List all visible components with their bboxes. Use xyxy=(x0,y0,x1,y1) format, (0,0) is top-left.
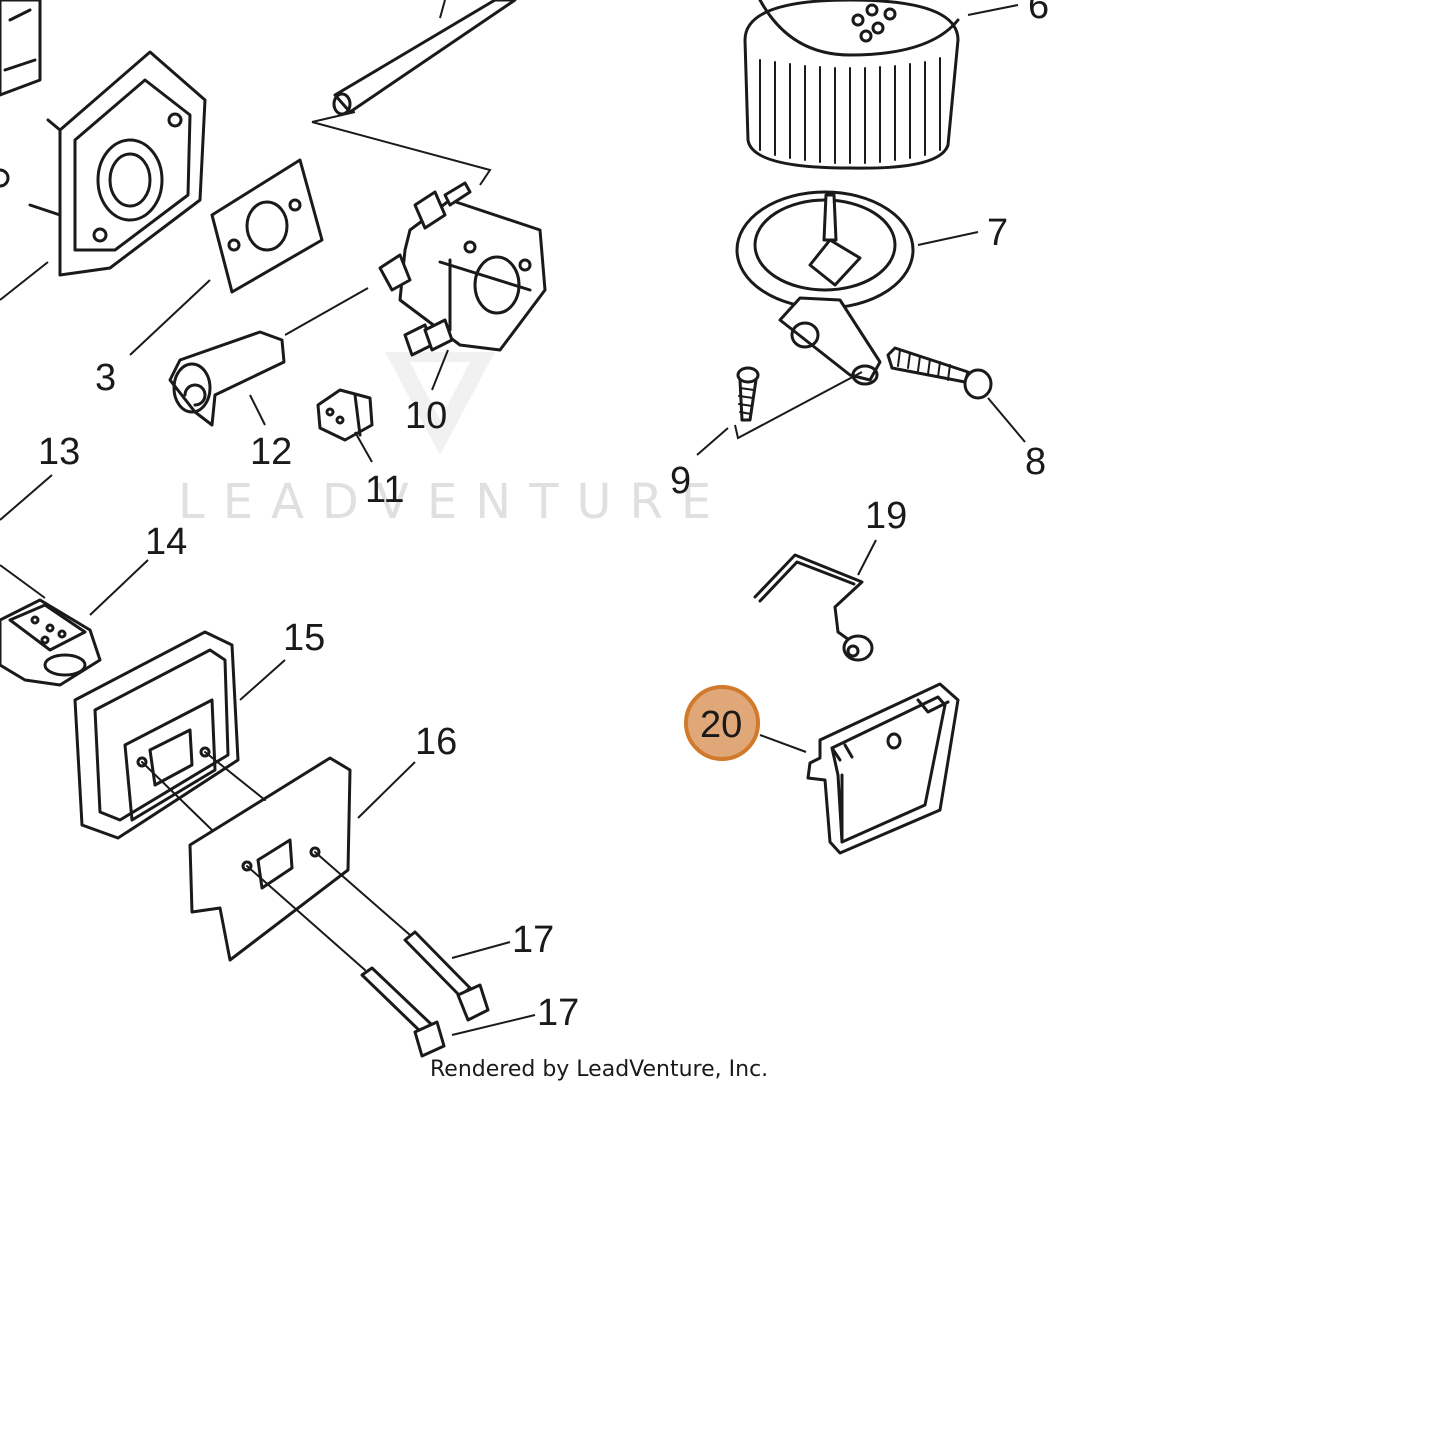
part-screw-8[interactable] xyxy=(886,346,993,400)
leader-11 xyxy=(354,431,373,463)
part-air-filter-6[interactable] xyxy=(743,0,960,170)
callout-17b[interactable]: 17 xyxy=(537,992,579,1034)
part-carburetor[interactable] xyxy=(378,181,547,357)
part-screw-9[interactable] xyxy=(736,366,760,422)
callout-16[interactable]: 16 xyxy=(415,721,457,763)
leader-20 xyxy=(759,734,807,753)
part-filter-base-7[interactable] xyxy=(735,190,915,386)
leader-17b xyxy=(451,1014,536,1036)
part-plate-16[interactable] xyxy=(188,756,352,962)
callout-7[interactable]: 7 xyxy=(987,212,1008,254)
part-bolt-17b[interactable] xyxy=(360,966,446,1058)
leader-2 xyxy=(0,261,49,301)
part-block-14[interactable] xyxy=(0,598,102,687)
callout-10[interactable]: 10 xyxy=(405,395,447,437)
callout-11[interactable]: 11 xyxy=(365,469,404,511)
credit-line: Rendered by LeadVenture, Inc. xyxy=(430,1057,768,1082)
callout-15[interactable]: 15 xyxy=(283,617,325,659)
part-bolt-17a[interactable] xyxy=(403,930,490,1022)
part-adapter-plate[interactable] xyxy=(28,50,207,277)
watermark-logo xyxy=(385,352,495,455)
leader-fuel-line xyxy=(311,111,492,186)
alignment-lines xyxy=(141,751,411,971)
leader-14 xyxy=(89,559,149,616)
callout-6[interactable]: 6 xyxy=(1028,0,1049,27)
callout-14[interactable]: 14 xyxy=(145,521,187,563)
leader-9 xyxy=(696,371,863,456)
leader-7 xyxy=(917,231,979,246)
part-fuel-line[interactable] xyxy=(332,0,517,116)
part-boot-12[interactable] xyxy=(168,330,286,427)
leader-6 xyxy=(967,4,1019,16)
callout-20: 20 xyxy=(700,704,742,746)
callout-19[interactable]: 19 xyxy=(865,495,907,537)
leader-3 xyxy=(129,279,211,356)
leader-19 xyxy=(857,539,877,576)
part-bracket-top-left[interactable] xyxy=(0,0,42,188)
part-wire-19[interactable] xyxy=(753,553,874,662)
part-plug-11[interactable] xyxy=(316,388,374,442)
leader-12-top xyxy=(284,287,369,336)
leader-12 xyxy=(249,394,266,426)
callout-20-highlight[interactable]: 20 xyxy=(684,685,760,761)
callout-13[interactable]: 13 xyxy=(38,431,80,473)
leader-15 xyxy=(239,659,286,701)
leader-13 xyxy=(0,474,53,521)
leader-top-vertical xyxy=(439,0,446,19)
leader-8 xyxy=(987,397,1026,443)
part-gasket-3[interactable] xyxy=(210,158,324,294)
part-cover-20[interactable] xyxy=(806,682,960,855)
callout-3[interactable]: 3 xyxy=(95,357,116,399)
callout-9[interactable]: 9 xyxy=(670,460,691,502)
callout-8[interactable]: 8 xyxy=(1025,441,1046,483)
leader-16 xyxy=(357,761,416,819)
leader-17a xyxy=(451,941,511,959)
part-muffler-15[interactable] xyxy=(73,630,240,840)
callout-12[interactable]: 12 xyxy=(250,431,292,473)
watermark-text: LEADVENTURE xyxy=(178,474,729,530)
leader-10 xyxy=(431,349,449,391)
callout-17a[interactable]: 17 xyxy=(512,919,554,961)
leader-13b xyxy=(0,564,46,599)
